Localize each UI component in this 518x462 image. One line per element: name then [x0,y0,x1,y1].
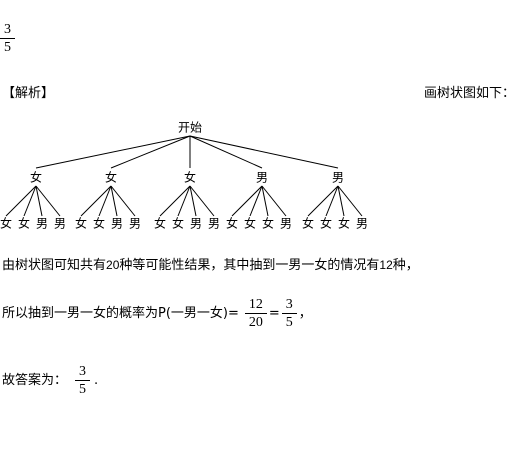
tree-branch-level1 [189,135,339,169]
tree-branch-level2 [23,185,37,217]
tree-intro: 画树状图如下： [424,86,516,101]
tree-leaf: 女 [172,216,184,231]
fraction1-numerator: 12 [248,297,263,312]
tree-leaf: 男 [280,217,292,231]
tree-node-level1: 女 [105,170,117,185]
final-answer-line: 故答案为： 3 5 . [2,364,98,397]
tree-branch-level2 [35,185,61,217]
tree-node-level1: 男 [332,171,344,185]
result-text-b: 种等可能性结果，其中抽到一男一女的情况有 [119,258,380,273]
tree-branch-level2 [98,185,112,217]
tree-leaf: 男 [54,217,66,231]
fraction2-numerator: 3 [285,297,293,312]
tree-branch-level2 [5,185,37,217]
result-text-a: 由树状图可知共有 [2,258,107,273]
tree-branch-level2 [35,185,43,217]
tree-leaf: 男 [36,217,48,231]
answer-numerator: 3 [4,22,11,37]
tree-leaf: 男 [129,217,141,231]
tree-leaf: 女 [75,216,87,231]
favorable-outcomes: 12 [379,258,393,272]
tree-branch-level2 [337,185,345,217]
fraction1-denominator: 20 [248,315,263,330]
equals-sign: = [268,305,280,321]
probability-punct: ， [298,305,312,321]
tree-branch-level1 [110,135,191,169]
tree-branch-level2 [337,185,363,217]
tree-leaf: 女 [93,216,105,231]
tree-leaf: 女 [0,216,12,231]
tree-node-level1: 男 [256,171,268,185]
probability-fraction-1: 12 20 [244,297,267,330]
tree-branch-level2 [159,185,191,217]
analysis-heading: 【解析】 [2,86,55,101]
final-answer-fraction: 3 5 [75,364,91,397]
fraction2-denominator: 5 [285,315,293,330]
tree-branch-level2 [80,185,112,217]
tree-branch-level2 [110,185,136,217]
tree-node-level1: 女 [184,170,196,185]
tree-leaf: 男 [208,217,220,231]
tree-leaf: 女 [154,216,166,231]
tree-branch-level2 [261,185,269,217]
tree-branch-level1 [35,135,191,169]
tree-branch-level2 [325,185,339,217]
result-count-line: 由树状图可知共有20种等可能性结果，其中抽到一男一女的情况有12种， [2,257,419,274]
total-outcomes: 20 [106,258,120,272]
tree-branch-level1 [189,135,263,169]
result-text-c: 种， [392,258,419,273]
tree-leaf: 女 [18,216,30,231]
tree-node-level1: 女 [30,170,42,185]
tree-root-label: 开始 [178,121,202,135]
tree-branch-level2 [189,185,215,217]
answer-denominator: 5 [4,40,11,55]
tree-branch-level2 [189,185,197,217]
tree-diagram: 开始女女女男男女女女男男女女女男男男女女女男男女女女男 [0,121,368,231]
tree-leaf: 女 [244,216,256,231]
answer-fraction: 3 5 [0,22,15,55]
probability-text: 所以抽到一男一女的概率为P(一男一女)= [2,305,239,321]
tree-branch-level2 [177,185,191,217]
final-answer-label: 故答案为： [2,372,68,388]
final-answer-punct: . [94,372,99,388]
tree-branch-level2 [261,185,287,217]
tree-leaf: 男 [356,217,368,231]
probability-fraction-2: 3 5 [281,297,297,330]
final-denominator: 5 [79,382,87,397]
tree-leaf: 男 [190,217,202,231]
tree-leaf: 女 [302,216,314,231]
tree-leaf: 女 [320,216,332,231]
probability-line: 所以抽到一男一女的概率为P(一男一女)= 12 20 = 3 5 ， [2,297,312,330]
tree-branch-level2 [110,185,118,217]
tree-branch-level2 [249,185,263,217]
tree-leaf: 女 [226,216,238,231]
tree-leaf: 女 [262,216,274,231]
tree-branch-level2 [231,185,263,217]
tree-leaf: 男 [111,217,123,231]
tree-leaf: 女 [338,216,350,231]
final-numerator: 3 [79,364,87,379]
tree-branch-level2 [307,185,339,217]
